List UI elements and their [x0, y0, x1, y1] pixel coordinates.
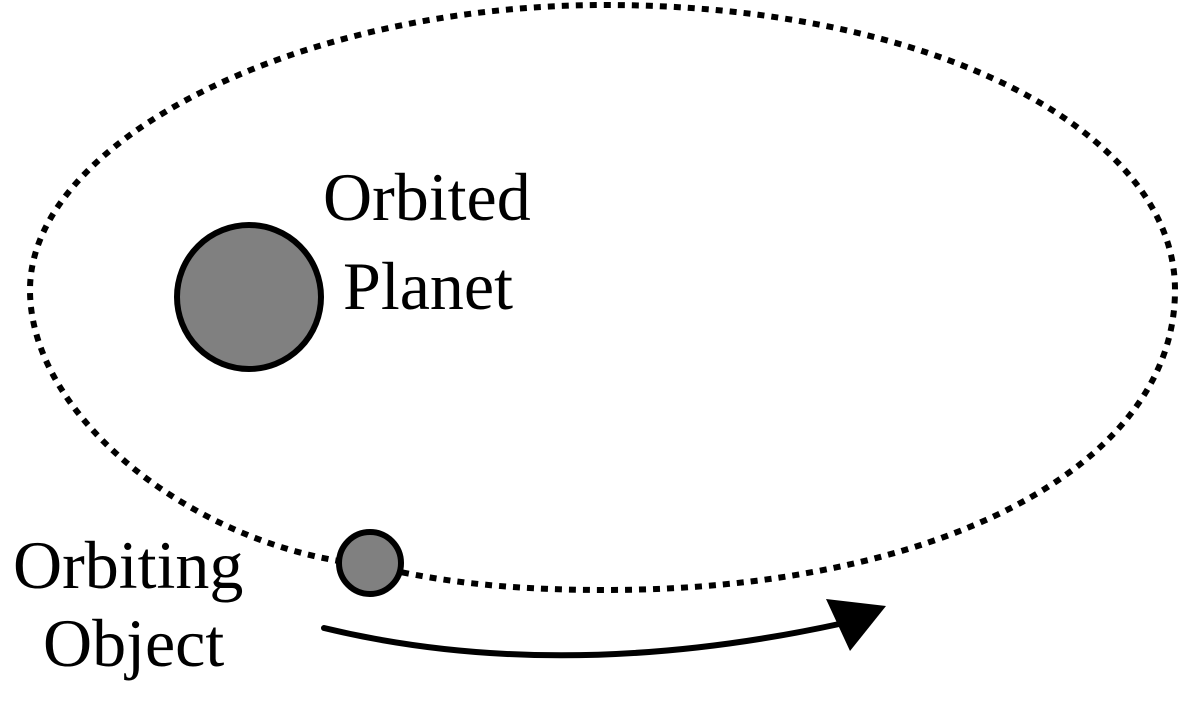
- orbiting-object-label-line-2: Object: [43, 605, 225, 681]
- orbiting-object: [336, 529, 404, 597]
- orbited-planet: [174, 222, 324, 372]
- orbited-planet-label-line-2: Planet: [343, 248, 513, 324]
- orbiting-object-label-line-1: Orbiting: [13, 527, 244, 603]
- direction-arrow-head: [826, 599, 886, 651]
- orbited-planet-label-line-1: Orbited: [323, 159, 531, 235]
- orbit-path: [26, 1, 1179, 594]
- direction-arrow-shaft: [321, 620, 847, 659]
